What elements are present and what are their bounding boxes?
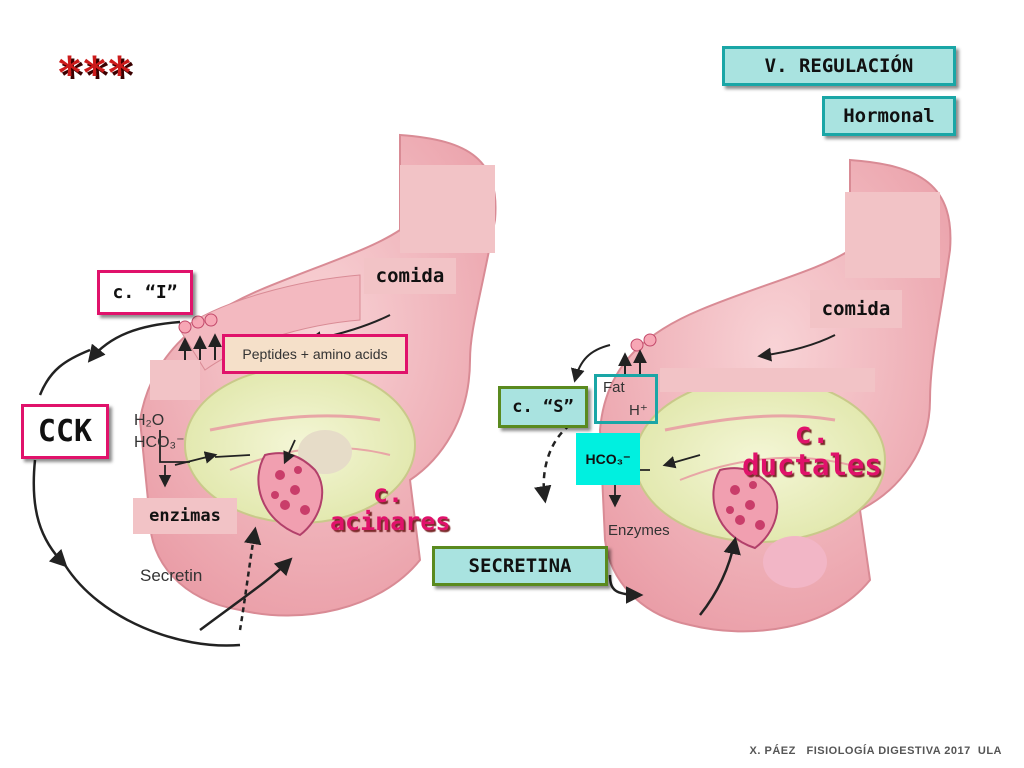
cell-i-label: c. “I” — [97, 270, 193, 315]
right-occluder-band — [660, 368, 875, 392]
left-occluder-mid — [150, 360, 200, 400]
left-gut-illustration — [32, 133, 497, 647]
left-occluder-top — [400, 165, 495, 253]
h2o-label: H₂O — [134, 412, 165, 429]
ductal-line-2: ductales — [742, 447, 882, 482]
ductal-cells-label: c. ductales — [740, 416, 884, 482]
right-hco3-label: HCO₃⁻ — [576, 433, 640, 485]
left-acini-cluster — [257, 452, 324, 537]
right-occluder-top — [845, 192, 940, 278]
fat-label: Fat — [603, 379, 625, 396]
section-label: V. REGULACIÓN — [722, 46, 956, 86]
secretin-text: Secretin — [140, 566, 203, 585]
left-i-cells — [178, 313, 218, 334]
right-food-label: comida — [810, 290, 902, 328]
right-acini-cluster — [712, 467, 779, 550]
cck-label: CCK — [21, 404, 109, 459]
fat-h-box: Fat H⁺ — [594, 374, 658, 424]
left-hco3-label: HCO₃⁻ — [134, 434, 185, 451]
right-gut-illustration — [534, 158, 952, 633]
right-occluder-bottom — [763, 536, 827, 588]
enzymes-label: enzimas — [133, 498, 237, 534]
peptides-label: Peptides + amino acids — [222, 334, 408, 374]
right-enzymes-label: Enzymes — [608, 522, 670, 539]
cell-s-label: c. “S” — [498, 386, 588, 428]
left-pancreas-blob — [298, 430, 352, 474]
h-plus-label: H⁺ — [629, 402, 648, 419]
left-food-label: comida — [364, 258, 456, 294]
secretina-label: SECRETINA — [432, 546, 608, 586]
footer-credit: X. PÁEZ FISIOLOGÍA DIGESTIVA 2017 ULA — [749, 745, 1002, 757]
ductal-line-1: c. — [794, 416, 830, 450]
acinar-line-1: c. — [372, 479, 404, 508]
title-stars: *** — [58, 48, 134, 99]
acinar-line-2: acinares — [330, 506, 451, 536]
acinar-cells-label: c. acinares — [330, 479, 451, 536]
subsection-label: Hormonal — [822, 96, 956, 136]
